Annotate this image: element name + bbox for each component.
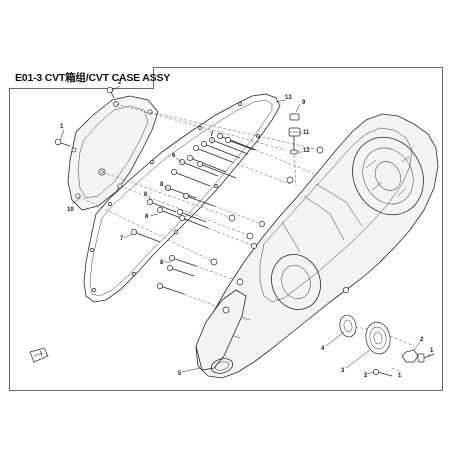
callout-1-upper-left: 1 — [60, 124, 64, 130]
callout-2-bottom: 2 — [364, 373, 368, 379]
callout-5: 5 — [178, 371, 182, 377]
callout-8-middle: 8 — [145, 214, 149, 220]
diagram-title: E01-3 CVT箱组/CVT CASE ASSY — [15, 72, 171, 84]
cvt-case-housing — [195, 113, 439, 379]
leader-lines — [59, 85, 431, 375]
callout-7-upper: 7 — [210, 132, 214, 138]
callout-4: 4 — [321, 346, 325, 352]
callout-1-right: 1 — [430, 348, 434, 354]
callout-10: 10 — [67, 207, 74, 213]
callout-12: 12 — [303, 148, 310, 154]
bolt-set — [131, 133, 257, 295]
cover-plate — [67, 95, 159, 211]
callout-2-right: 2 — [420, 337, 424, 343]
callout-3: 3 — [341, 368, 345, 374]
callout-11: 11 — [303, 130, 310, 136]
callout-6-upper: 6 — [172, 153, 176, 159]
drain-plug-assembly — [288, 113, 301, 155]
callout-labels: 1 2 10 13 7 6 8 6 8 7 8 9 11 12 5 4 3 2 … — [60, 80, 434, 379]
seal-and-bearing — [339, 314, 391, 355]
callout-13: 13 — [285, 95, 292, 101]
bolt-row-middle — [131, 185, 215, 243]
bolt-row-lower — [157, 255, 197, 295]
callout-9: 9 — [302, 100, 306, 106]
callout-6-middle: 6 — [144, 192, 148, 198]
callout-2-top: 2 — [118, 80, 122, 86]
callout-7-lower: 7 — [120, 236, 124, 242]
title-tab: E01-3 CVT箱组/CVT CASE ASSY — [9, 67, 170, 89]
callout-8-lower: 8 — [160, 260, 164, 266]
alignment-lines — [77, 103, 415, 373]
front-arrow-icon — [29, 347, 49, 363]
callout-1-bottom: 1 — [398, 373, 402, 379]
bolt-row-upper — [171, 133, 257, 187]
callout-8-upper: 8 — [160, 182, 164, 188]
